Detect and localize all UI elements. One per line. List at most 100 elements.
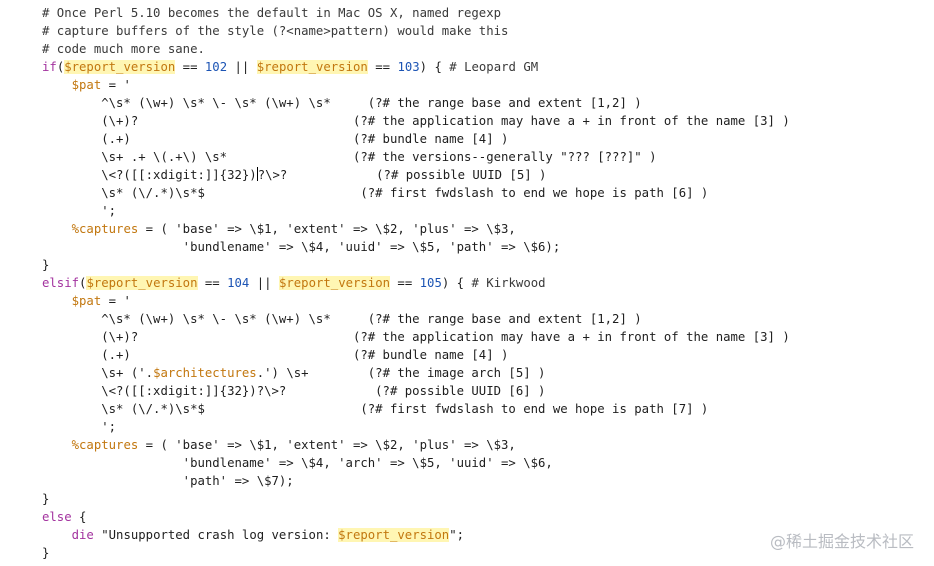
code-line[interactable]: # code much more sane. <box>42 40 790 58</box>
code-text: ( <box>79 276 87 290</box>
code-text: || <box>249 276 279 290</box>
code-keyword: if <box>42 60 57 74</box>
code-line[interactable]: } <box>42 490 790 508</box>
code-text <box>42 528 72 542</box>
code-keyword: elsif <box>42 276 80 290</box>
code-line[interactable]: $pat = ' <box>42 292 790 310</box>
code-comment: # capture buffers of the style (?<name>p… <box>42 24 509 38</box>
code-line[interactable]: $pat = ' <box>42 76 790 94</box>
code-variable: $report_version <box>256 60 368 74</box>
code-keyword: else <box>42 510 72 524</box>
code-line[interactable]: (\+)? (?# the application may have a + i… <box>42 112 790 130</box>
code-text: ( <box>56 60 65 74</box>
code-text: == <box>197 276 228 290</box>
code-text: 'path' => \$7); <box>42 474 294 488</box>
code-text: ) { <box>441 276 472 290</box>
code-number: 102 <box>204 60 228 74</box>
code-string: \s* (\/.*)\s*$ (?# first fwdslash to end… <box>42 402 709 416</box>
code-string: (.+) (?# bundle name [4] ) <box>42 132 509 146</box>
code-line[interactable]: die "Unsupported crash log version: $rep… <box>42 526 790 544</box>
code-line[interactable]: \s* (\/.*)\s*$ (?# first fwdslash to end… <box>42 184 790 202</box>
code-text: = ' <box>101 294 131 308</box>
code-variable: $report_version <box>86 276 198 290</box>
code-text: == <box>390 276 420 290</box>
code-variable: $report_version <box>338 528 450 542</box>
code-variable: $pat <box>71 294 102 308</box>
text-cursor <box>256 167 258 181</box>
code-string: \s* (\/.*)\s*$ (?# first fwdslash to end… <box>42 186 709 200</box>
watermark: @稀土掘金技术社区 <box>769 532 914 551</box>
code-variable: $report_version <box>64 60 176 74</box>
code-editor[interactable]: # Once Perl 5.10 becomes the default in … <box>42 4 790 562</box>
code-text: = ' <box>101 78 131 92</box>
code-text: } <box>42 492 50 506</box>
code-line[interactable]: } <box>42 544 790 562</box>
code-variable: %captures <box>71 438 139 452</box>
code-text <box>42 78 72 92</box>
code-keyword: die <box>71 528 94 542</box>
code-line[interactable]: \<?([[:xdigit:]]{32})?\>? (?# possible U… <box>42 382 790 400</box>
code-line[interactable]: '; <box>42 418 790 436</box>
code-text: ) { <box>419 60 450 74</box>
code-number: 104 <box>227 276 250 290</box>
code-text: = ( 'base' => \$1, 'extent' => \$2, 'plu… <box>138 222 516 236</box>
code-text: 'bundlename' => \$4, 'arch' => \$5, 'uui… <box>42 456 553 470</box>
code-line[interactable]: '; <box>42 202 790 220</box>
code-line[interactable]: \s+ .+ \(.+\) \s* (?# the versions--gene… <box>42 148 790 166</box>
code-number: 105 <box>419 276 442 290</box>
code-comment: # Kirkwood <box>471 276 546 290</box>
code-string: \<?([[:xdigit:]]{32})?\>? (?# possible U… <box>42 384 546 398</box>
code-string: (\+)? (?# the application may have a + i… <box>42 114 790 128</box>
code-text: "Unsupported crash log version: <box>93 528 339 542</box>
code-line[interactable]: # capture buffers of the style (?<name>p… <box>42 22 790 40</box>
code-string: \<?([[:xdigit:]]{32}) <box>42 168 257 182</box>
code-line[interactable]: # Once Perl 5.10 becomes the default in … <box>42 4 790 22</box>
code-string: \s+ .+ \(.+\) \s* (?# the versions--gene… <box>42 150 657 164</box>
code-line[interactable]: 'path' => \$7); <box>42 472 790 490</box>
code-text <box>42 294 72 308</box>
code-variable: $pat <box>71 78 102 92</box>
code-line[interactable]: if($report_version == 102 || $report_ver… <box>42 58 790 76</box>
code-line[interactable]: ^\s* (\w+) \s* \- \s* (\w+) \s* (?# the … <box>42 310 790 328</box>
code-text: == <box>367 60 398 74</box>
code-text <box>42 222 72 236</box>
code-string: \s+ ('. <box>42 366 154 380</box>
code-comment: # Once Perl 5.10 becomes the default in … <box>42 6 502 20</box>
code-line[interactable]: \s+ ('.$architectures.') \s+ (?# the ima… <box>42 364 790 382</box>
code-text: } <box>42 258 50 272</box>
code-line[interactable]: \<?([[:xdigit:]]{32})?\>? (?# possible U… <box>42 166 790 184</box>
code-line[interactable]: \s* (\/.*)\s*$ (?# first fwdslash to end… <box>42 400 790 418</box>
code-line[interactable]: %captures = ( 'base' => \$1, 'extent' =>… <box>42 436 790 454</box>
code-line[interactable]: ^\s* (\w+) \s* \- \s* (\w+) \s* (?# the … <box>42 94 790 112</box>
code-line[interactable]: (.+) (?# bundle name [4] ) <box>42 346 790 364</box>
code-line[interactable]: elsif($report_version == 104 || $report_… <box>42 274 790 292</box>
code-line[interactable]: (.+) (?# bundle name [4] ) <box>42 130 790 148</box>
code-text: == <box>175 60 205 74</box>
code-text: || <box>227 60 257 74</box>
code-line[interactable]: 'bundlename' => \$4, 'arch' => \$5, 'uui… <box>42 454 790 472</box>
code-line[interactable]: 'bundlename' => \$4, 'uuid' => \$5, 'pat… <box>42 238 790 256</box>
code-string: (.+) (?# bundle name [4] ) <box>42 348 509 362</box>
code-line[interactable]: (\+)? (?# the application may have a + i… <box>42 328 790 346</box>
code-text: = ( 'base' => \$1, 'extent' => \$2, 'plu… <box>138 438 516 452</box>
code-string: ^\s* (\w+) \s* \- \s* (\w+) \s* (?# the … <box>42 312 642 326</box>
code-line[interactable]: } <box>42 256 790 274</box>
code-comment: # Leopard GM <box>449 60 539 74</box>
code-line[interactable]: %captures = ( 'base' => \$1, 'extent' =>… <box>42 220 790 238</box>
code-string: ?\>? (?# possible UUID [5] ) <box>257 168 547 182</box>
code-text: 'bundlename' => \$4, 'uuid' => \$5, 'pat… <box>42 240 561 254</box>
code-line[interactable]: else { <box>42 508 790 526</box>
code-variable: $report_version <box>278 276 391 290</box>
code-number: 103 <box>397 60 420 74</box>
code-string: '; <box>42 420 117 434</box>
code-text: } <box>42 546 50 560</box>
code-text: "; <box>449 528 465 542</box>
code-comment: # code much more sane. <box>42 42 205 56</box>
code-string: .') \s+ (?# the image arch [5] ) <box>256 366 546 380</box>
code-string: ^\s* (\w+) \s* \- \s* (\w+) \s* (?# the … <box>42 96 642 110</box>
code-string: (\+)? (?# the application may have a + i… <box>42 330 790 344</box>
code-variable: $architectures <box>153 366 257 380</box>
code-string: '; <box>42 204 117 218</box>
code-text <box>42 438 72 452</box>
code-variable: %captures <box>71 222 139 236</box>
